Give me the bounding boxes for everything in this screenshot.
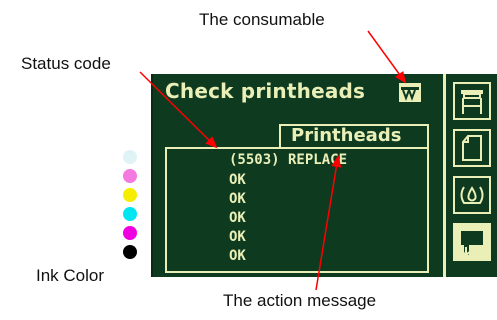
callout-ink-color: Ink Color bbox=[36, 266, 105, 285]
ink-color-dot bbox=[123, 207, 137, 221]
printheads-tab-label: Printheads bbox=[291, 125, 402, 146]
printhead-status-row: OK bbox=[229, 210, 246, 226]
paper-icon[interactable] bbox=[453, 129, 491, 167]
printhead-status-row: OK bbox=[229, 248, 246, 264]
callout-consumable: The consumable bbox=[199, 10, 325, 29]
printer-icon[interactable] bbox=[453, 82, 491, 120]
ink-color-dot bbox=[123, 245, 137, 259]
printhead-status-row: OK bbox=[229, 191, 246, 207]
ink-color-dot bbox=[123, 150, 137, 164]
ink-color-dot bbox=[123, 226, 137, 240]
printheads-tab[interactable]: Printheads bbox=[279, 124, 429, 148]
printhead-icon bbox=[399, 83, 421, 102]
printhead-status-row: OK bbox=[229, 229, 246, 245]
menu-icon[interactable] bbox=[453, 223, 491, 261]
lcd-separator bbox=[443, 74, 446, 277]
ink-icon[interactable] bbox=[453, 176, 491, 214]
callout-status-code: Status code bbox=[21, 54, 111, 73]
ink-color-dot bbox=[123, 188, 137, 202]
callout-action-message: The action message bbox=[223, 291, 377, 310]
ink-color-dot bbox=[123, 169, 137, 183]
printhead-status-row: OK bbox=[229, 172, 246, 188]
